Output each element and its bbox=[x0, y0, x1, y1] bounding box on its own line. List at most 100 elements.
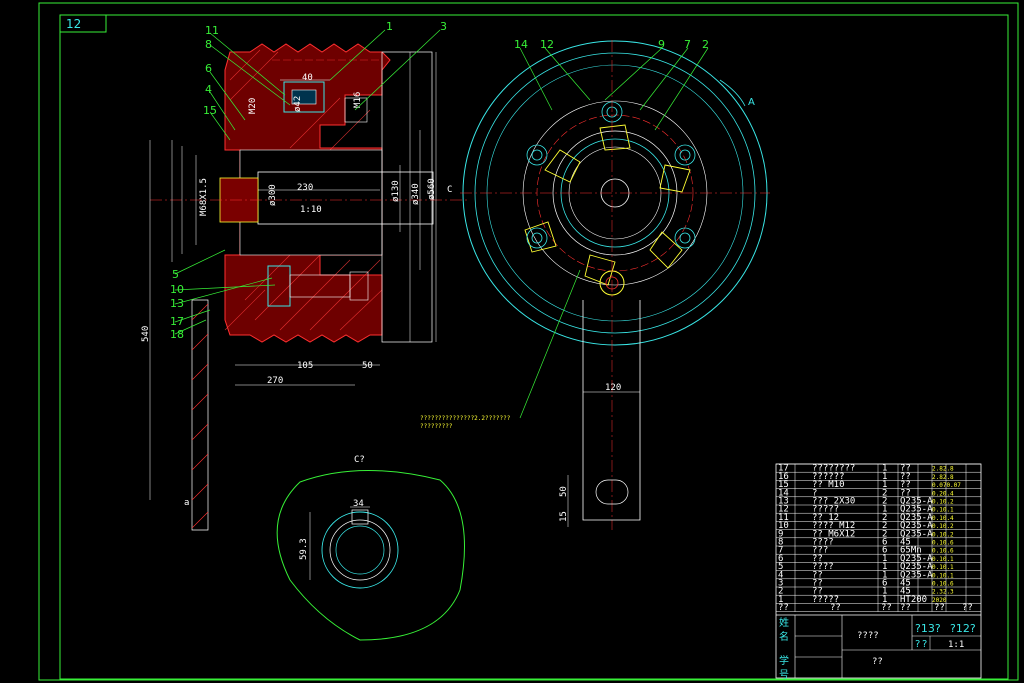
dim-d300: ø300 bbox=[268, 184, 278, 206]
bom-no: 11 bbox=[778, 513, 789, 523]
bom-qty: 6 bbox=[882, 538, 887, 548]
sheet-b: ?12? bbox=[950, 622, 976, 635]
bom-material: 45 bbox=[900, 587, 911, 597]
bom-weight: 2.32.3 bbox=[932, 589, 954, 596]
bom-material: Q235-A bbox=[900, 505, 933, 515]
callout-13: 13 bbox=[170, 297, 184, 310]
brake-front-view: 120 50 15 A C 14 12 9 7 2 ??????????????… bbox=[420, 38, 770, 530]
bom-weight: 2020 bbox=[932, 597, 947, 604]
bom-header-w1: ?? bbox=[934, 603, 945, 613]
bom-material: Q235-A bbox=[900, 513, 933, 523]
bom-material: Q235-A bbox=[900, 562, 933, 572]
bom-qty: 1 bbox=[882, 554, 887, 564]
dim-d560: ø560 bbox=[427, 178, 437, 200]
bom-material: Q235-A bbox=[900, 554, 933, 564]
bom-material: ?? bbox=[900, 488, 911, 498]
bom-material: HT200 bbox=[900, 595, 927, 605]
label-C: C bbox=[447, 185, 452, 195]
callout-7: 7 bbox=[684, 38, 691, 51]
callout-17: 17 bbox=[170, 315, 184, 328]
dim-40: 40 bbox=[302, 73, 313, 83]
bom-weight: 0.10.1 bbox=[932, 572, 954, 579]
dim-270: 270 bbox=[267, 376, 283, 386]
bom-weight: 2.82.8 bbox=[932, 474, 954, 481]
bom-no: 16 bbox=[778, 472, 789, 482]
bom-no: 12 bbox=[778, 505, 789, 515]
school-name: ?? bbox=[872, 657, 883, 667]
bom-qty: 2 bbox=[882, 521, 887, 531]
bom-name: ???????? bbox=[812, 464, 855, 474]
outer-border bbox=[38, 2, 1019, 681]
callout-11: 11 bbox=[205, 24, 219, 37]
sub-a: ? bbox=[915, 639, 920, 650]
bom-name: ????? bbox=[812, 505, 839, 515]
drawing-title: ???? bbox=[857, 631, 879, 641]
callout-1: 1 bbox=[386, 20, 393, 33]
bom-qty: 1 bbox=[882, 480, 887, 490]
bom-weight: 0.10.4 bbox=[932, 515, 954, 522]
bom-qty: 1 bbox=[882, 587, 887, 597]
bom-no: 4 bbox=[778, 570, 783, 580]
bom-header-qty: ?? bbox=[881, 603, 892, 613]
callout-14: 14 bbox=[514, 38, 528, 51]
right-flange bbox=[381, 51, 433, 343]
bom-no: 15 bbox=[778, 480, 789, 490]
bom-qty: 2 bbox=[882, 529, 887, 539]
bom-qty: 1 bbox=[882, 472, 887, 482]
bom-weight: 0.20.4 bbox=[932, 490, 954, 497]
bom-header-name: ?? bbox=[830, 603, 841, 613]
bom-no: 8 bbox=[778, 538, 783, 548]
bom-material: Q235-A bbox=[900, 529, 933, 539]
bom-header-no: ?? bbox=[778, 603, 789, 613]
bom-qty: 1 bbox=[882, 505, 887, 515]
bom-header-material: ?? bbox=[900, 603, 911, 613]
label-A: A bbox=[748, 97, 755, 108]
dim-taper: 1:10 bbox=[300, 205, 322, 215]
dim-m16: M16 bbox=[353, 92, 363, 108]
dim-34: 34 bbox=[353, 499, 364, 509]
bom-qty: 1 bbox=[882, 570, 887, 580]
bom-name: ?? bbox=[812, 554, 823, 564]
lever-arm bbox=[582, 300, 641, 521]
cam-outline bbox=[276, 469, 465, 641]
callout-5: 5 bbox=[172, 268, 179, 281]
bom-weight: 0.10.2 bbox=[932, 531, 954, 538]
dim-230: 230 bbox=[297, 183, 313, 193]
bom-weight: 0.10.1 bbox=[932, 564, 954, 571]
bom-no: 13 bbox=[778, 497, 789, 507]
bom-name: ???? bbox=[812, 538, 834, 548]
sub-b: ? bbox=[922, 639, 927, 650]
callout-6: 6 bbox=[205, 62, 212, 75]
bom-weight: 0.10.6 bbox=[932, 548, 954, 555]
bom-name: ?? M6X12 bbox=[812, 529, 855, 539]
bom-material: ?? bbox=[900, 480, 911, 490]
bom-material: Q235-A bbox=[900, 570, 933, 580]
bom-name: ?? bbox=[812, 579, 823, 589]
bom-material: ?? bbox=[900, 464, 911, 474]
dim-d42: ø42 bbox=[293, 96, 303, 112]
bom-name: ?? 12 bbox=[812, 513, 839, 523]
label-a: a bbox=[184, 498, 189, 508]
spec-note: ???????????????2.2??????? bbox=[420, 415, 511, 422]
bom-material: Q235-A bbox=[900, 521, 933, 531]
dim-d340: ø340 bbox=[411, 183, 421, 205]
pulley-section-view: 40 M16 ø42 M20 230 105 50 270 540 ø130 ø… bbox=[141, 20, 470, 531]
bom-no: 7 bbox=[778, 546, 783, 556]
bom-no: 14 bbox=[778, 488, 789, 498]
dim-50b: 50 bbox=[559, 486, 569, 497]
bolt-top bbox=[283, 81, 325, 113]
section-c-view: C? 34 59.3 bbox=[276, 455, 465, 641]
bom-no: 17 bbox=[778, 464, 789, 474]
bom-material: 65Mn bbox=[900, 546, 922, 556]
bom-weight: 0.10.6 bbox=[932, 581, 954, 588]
bom-material: 45 bbox=[900, 538, 911, 548]
bom-name: ????? bbox=[812, 595, 839, 605]
callout-9: 9 bbox=[658, 38, 665, 51]
dim-d130: ø130 bbox=[391, 180, 401, 202]
bom-name: ??? bbox=[812, 546, 828, 556]
callout-10: 10 bbox=[170, 283, 184, 296]
bom-weight: 0.10.6 bbox=[932, 540, 954, 547]
sign-label-2: 名 bbox=[779, 630, 789, 643]
callout-8: 8 bbox=[205, 38, 212, 51]
